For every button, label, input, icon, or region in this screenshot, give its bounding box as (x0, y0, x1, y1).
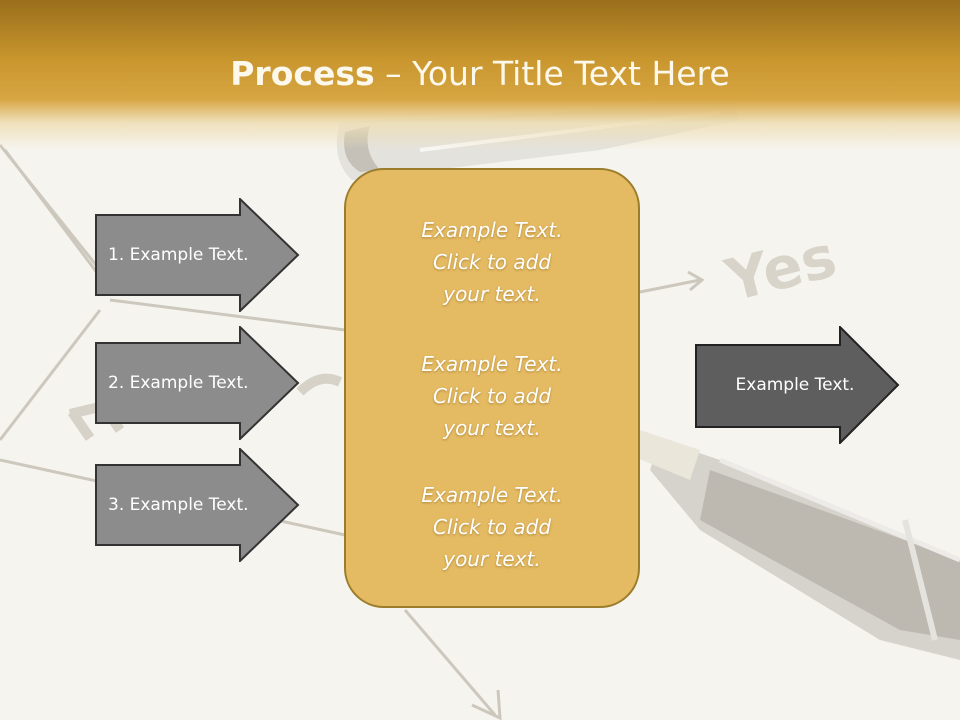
center-text-line: Example Text. (421, 483, 563, 507)
center-text-item-1[interactable]: Example Text. Click to add your text. (346, 214, 638, 310)
arrow-right-shape (95, 198, 300, 312)
center-text-line: Click to add (432, 250, 552, 274)
process-step-1-arrow[interactable]: 1. Example Text. (95, 198, 300, 312)
arrow-right-shape (95, 448, 300, 562)
title-bar (0, 0, 960, 150)
title-bold: Process (230, 54, 375, 93)
process-step-2-label: 2. Example Text. (108, 373, 249, 393)
arrow-right-shape (695, 326, 900, 444)
center-text-line: Click to add (432, 384, 552, 408)
center-text-line: Click to add (432, 515, 552, 539)
center-text-item-2[interactable]: Example Text. Click to add your text. (346, 348, 638, 444)
process-step-3-label: 3. Example Text. (108, 495, 249, 515)
center-text-line: your text. (443, 282, 541, 306)
center-text-line: your text. (443, 547, 541, 571)
center-text-line: Example Text. (421, 352, 563, 376)
background-yes-text: Yes (718, 222, 843, 315)
center-text-box[interactable]: Example Text. Click to add your text. Ex… (344, 168, 640, 608)
page-title: Process – Your Title Text Here (0, 52, 960, 96)
result-arrow-label: Example Text. (735, 375, 855, 395)
process-step-3-arrow[interactable]: 3. Example Text. (95, 448, 300, 562)
center-text-line: Example Text. (421, 218, 563, 242)
process-step-2-arrow[interactable]: 2. Example Text. (95, 326, 300, 440)
arrow-right-shape (95, 326, 300, 440)
center-text-item-3[interactable]: Example Text. Click to add your text. (346, 479, 638, 575)
pen-bottom (630, 430, 960, 660)
process-step-1-label: 1. Example Text. (108, 245, 249, 265)
result-arrow[interactable]: Example Text. (695, 326, 900, 444)
title-rest: – Your Title Text Here (374, 54, 730, 93)
center-text-line: your text. (443, 416, 541, 440)
